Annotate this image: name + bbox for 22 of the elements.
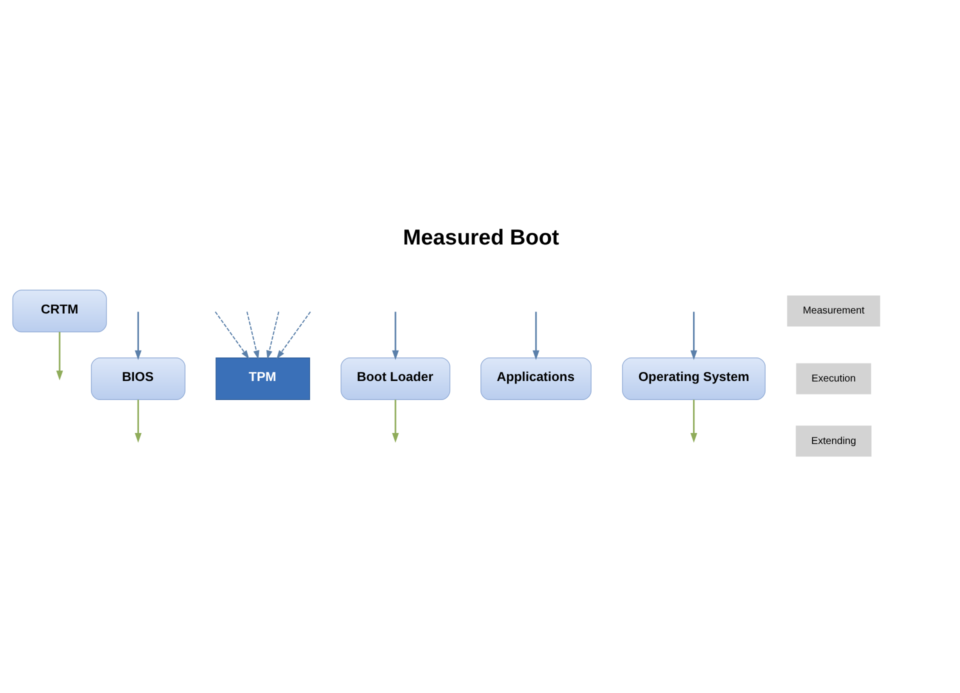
legend-label: Measurement	[802, 306, 864, 317]
node-box: Operating System	[622, 358, 766, 400]
arrow	[56, 332, 62, 380]
node-box: BIOS	[90, 358, 185, 400]
arrow	[690, 400, 697, 443]
arrow	[246, 312, 259, 360]
arrow	[392, 400, 398, 443]
arrow	[214, 311, 249, 360]
arrow	[266, 312, 279, 360]
arrow	[134, 400, 142, 443]
arrow	[134, 312, 142, 360]
arrow	[392, 312, 398, 360]
node-box: Applications	[480, 358, 591, 400]
node-box: TPM	[215, 358, 310, 400]
legend-label: Execution	[811, 373, 856, 384]
arrow	[532, 312, 539, 360]
legend-label: Extending	[810, 436, 856, 447]
node-box: CRTM	[12, 290, 106, 332]
diagram-title: Measured Boot	[402, 224, 559, 250]
arrow	[690, 312, 697, 360]
arrow	[276, 311, 310, 360]
node-box: Boot Loader	[340, 358, 450, 400]
